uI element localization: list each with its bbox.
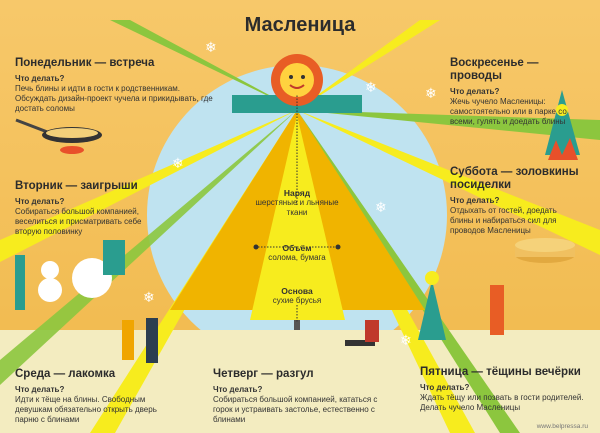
effigy-leader-lines xyxy=(258,95,336,322)
frying-pan-icon xyxy=(15,118,102,154)
wednesday-text: Идти к тёще на блины. Свободным девушкам… xyxy=(15,395,157,424)
saturday-text: Отдыхать от гостей, доедать блины и наби… xyxy=(450,206,557,235)
wednesday-block: Среда — лакомка Что делать? Идти к тёще … xyxy=(15,368,165,425)
snowflake-icons: ❄ ❄ ❄ ❄ ❄ ❄ ❄ xyxy=(143,39,437,348)
outfit-label: Наряд xyxy=(283,188,311,198)
svg-text:❄: ❄ xyxy=(143,289,155,305)
svg-text:❄: ❄ xyxy=(365,79,377,95)
effigy-illustration xyxy=(170,54,425,330)
outfit-text: шерстяные и льняные ткани xyxy=(255,198,339,217)
base-text: сухие брусья xyxy=(272,296,322,305)
svg-text:❄: ❄ xyxy=(375,199,387,215)
tuesday-block: Вторник — заигрыши Что делать? Собиратьс… xyxy=(15,180,165,237)
effigy-base-label: Основа сухие брусья xyxy=(247,286,347,306)
monday-title: Понедельник — встреча xyxy=(15,57,155,69)
saturday-title: Суббота — золовкины посиделки xyxy=(450,166,579,191)
friday-block: Пятница — тёщины вечёрки Что делать? Жда… xyxy=(420,366,595,413)
sunday-title: Воскресенье — проводы xyxy=(450,57,539,82)
page-title: Масленица xyxy=(244,14,356,36)
svg-text:❄: ❄ xyxy=(425,85,437,101)
volume-label: Объём xyxy=(282,243,312,253)
svg-text:❄: ❄ xyxy=(400,332,412,348)
sunday-block: Воскресенье — проводы Что делать? Жечь ч… xyxy=(450,57,590,127)
svg-text:❄: ❄ xyxy=(205,39,217,55)
volume-text: солома, бумага xyxy=(268,253,326,262)
question-label: Что делать? xyxy=(15,74,65,83)
people-icon xyxy=(122,318,379,363)
svg-text:❄: ❄ xyxy=(172,155,184,171)
effigy-volume-label: Объём солома, бумага xyxy=(247,243,347,263)
question-label: Что делать? xyxy=(213,385,263,394)
thursday-text: Собираться большой компанией, кататься с… xyxy=(213,395,378,424)
friday-title: Пятница — тёщины вечёрки xyxy=(420,366,581,378)
question-label: Что делать? xyxy=(15,385,65,394)
friday-text: Ждать тёщу или позвать в гости родителей… xyxy=(420,393,584,412)
source-url: www.belpressa.ru xyxy=(536,423,588,430)
maslenitsa-doll-icon xyxy=(418,271,504,340)
question-label: Что делать? xyxy=(450,196,500,205)
base-label: Основа xyxy=(281,286,313,296)
effigy-outfit-label: Наряд шерстяные и льняные ткани xyxy=(247,188,347,218)
wednesday-title: Среда — лакомка xyxy=(15,368,116,380)
thursday-title: Четверг — разгул xyxy=(213,368,314,380)
monday-text: Печь блины и идти в гости к родственника… xyxy=(15,84,213,113)
tuesday-title: Вторник — заигрыши xyxy=(15,180,138,192)
saturday-block: Суббота — золовкины посиделки Что делать… xyxy=(450,166,580,236)
snowman-icon xyxy=(15,240,125,310)
pancake-stack-icon xyxy=(515,238,575,263)
question-label: Что делать? xyxy=(15,197,65,206)
tuesday-text: Собираться большой компанией, веселиться… xyxy=(15,207,142,236)
question-label: Что делать? xyxy=(450,87,500,96)
burning-effigy-icon xyxy=(545,90,580,160)
thursday-block: Четверг — разгул Что делать? Собираться … xyxy=(213,368,393,425)
sunday-text: Жечь чучело Масленицы: самостоятельно ил… xyxy=(450,97,567,126)
question-label: Что делать? xyxy=(420,383,470,392)
monday-block: Понедельник — встреча Что делать? Печь б… xyxy=(15,57,215,114)
